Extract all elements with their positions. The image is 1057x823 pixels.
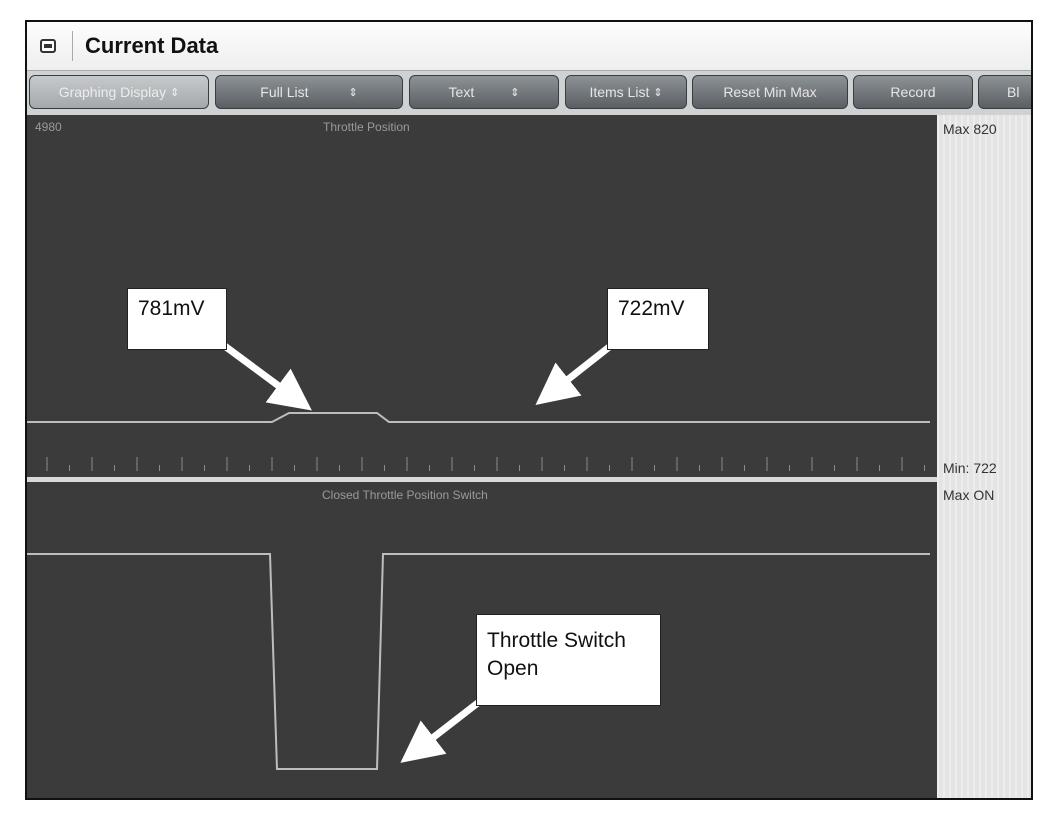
- toolbar: Graphing Display ⇕ Full List ⇕ Text ⇕ It…: [27, 70, 1031, 117]
- time-axis-ticks: [46, 457, 925, 471]
- full-list-label: Full List: [260, 84, 309, 100]
- graph1-max-label: Max 820: [943, 121, 997, 137]
- updown-arrow-icon: ⇕: [510, 86, 520, 99]
- graphing-display-button[interactable]: Graphing Display ⇕: [29, 75, 209, 109]
- throttle-position-line: [27, 412, 930, 423]
- callout-722mv: 722mV: [607, 288, 709, 350]
- text-button[interactable]: Text ⇕: [409, 75, 559, 109]
- reset-min-max-label: Reset Min Max: [723, 84, 817, 100]
- updown-arrow-icon: ⇕: [653, 86, 663, 99]
- annotation-arrows: [219, 341, 616, 763]
- callout-781mv-text: 781mV: [138, 297, 205, 320]
- callout-throttle-switch-open: Throttle Switch Open: [476, 614, 661, 706]
- truncated-button[interactable]: Bl: [978, 75, 1031, 109]
- record-button[interactable]: Record: [853, 75, 973, 109]
- record-label: Record: [890, 84, 936, 100]
- window-title: Current Data: [85, 33, 219, 58]
- items-list-button[interactable]: Items List ⇕: [565, 75, 687, 109]
- value-readout: 4980: [35, 120, 62, 134]
- throttle-position-trace: [27, 412, 930, 471]
- closed-throttle-switch-trace: [27, 553, 930, 770]
- items-list-label: Items List: [589, 84, 650, 100]
- current-data-window: Current Data Graphing Display ⇕ Full Lis…: [25, 20, 1033, 800]
- text-label: Text: [448, 84, 475, 100]
- graphing-display-label: Graphing Display: [58, 84, 167, 100]
- min-max-panel: Max 820 Min: 722 Max ON: [937, 115, 1031, 798]
- title-separator: [72, 31, 73, 61]
- callout-switch-line2: Open: [487, 657, 539, 680]
- closed-throttle-switch-line: [27, 553, 930, 770]
- callout-781mv: 781mV: [127, 288, 227, 350]
- callout-722mv-text: 722mV: [618, 297, 685, 320]
- truncated-label: Bl: [1007, 84, 1020, 100]
- callout-switch-line1: Throttle Switch: [487, 629, 626, 652]
- arrow-to-switch-open: [400, 699, 482, 763]
- graph-divider: [27, 477, 937, 483]
- title-bar: Current Data: [27, 22, 1031, 70]
- updown-arrow-icon: ⇕: [170, 86, 180, 99]
- arrow-to-781mv: [219, 341, 312, 411]
- full-list-button[interactable]: Full List ⇕: [215, 75, 403, 109]
- graph2-max-label: Max ON: [943, 487, 995, 503]
- arrow-to-722mv: [535, 341, 616, 405]
- reset-min-max-button[interactable]: Reset Min Max: [692, 75, 848, 109]
- graph-title-throttle-position: Throttle Position: [323, 120, 410, 134]
- graph1-min-label: Min: 722: [943, 460, 997, 476]
- updown-arrow-icon: ⇕: [348, 86, 358, 99]
- window-icon[interactable]: [40, 39, 56, 53]
- graph-title-closed-throttle-switch: Closed Throttle Position Switch: [322, 488, 488, 502]
